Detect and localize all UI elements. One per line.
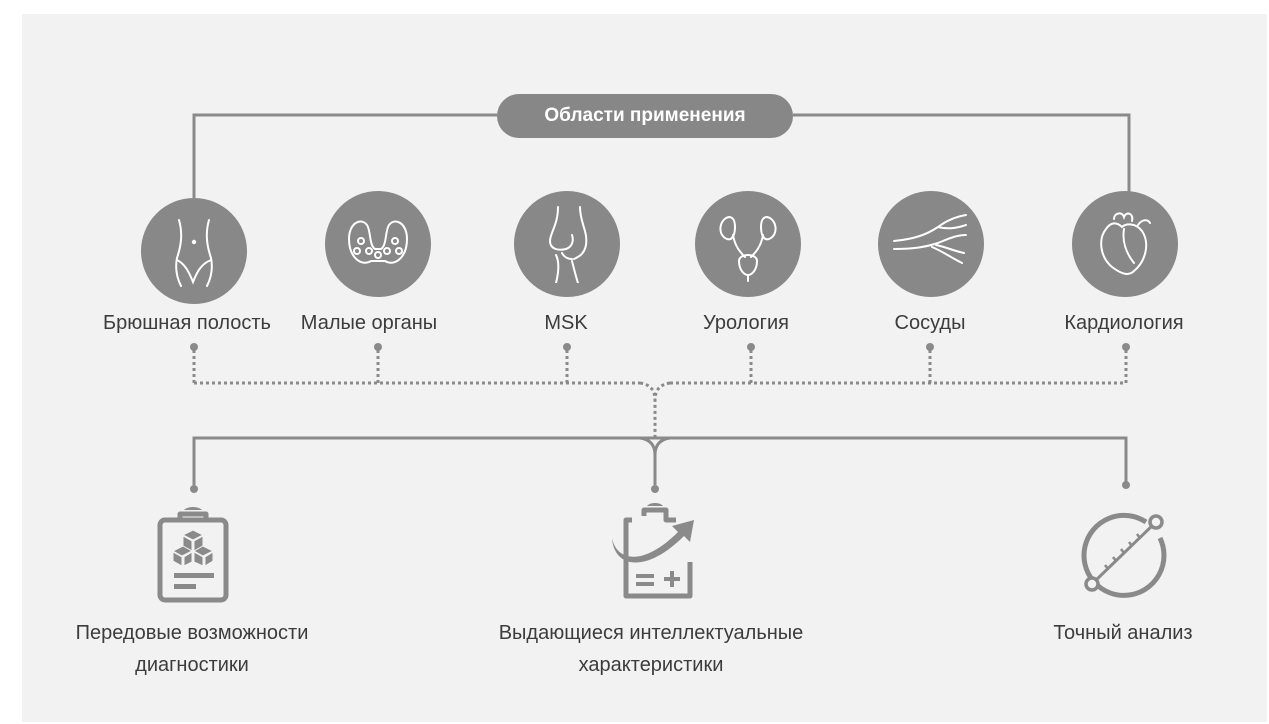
feature-label-intelligent: Выдающиеся интеллектуальные характеристи… [499,617,804,681]
feature-label-diagnostics-line1: Передовые возможности [75,622,309,644]
clipboard-growth-icon [612,503,694,599]
abdomen-icon [141,198,247,304]
area-label-urology: Урология [703,312,789,334]
areas-title-pill: Области применения [497,94,793,138]
clipboard-cubes-icon [157,507,229,603]
feature-label-diagnostics-line2: диагностики [135,654,249,676]
bottom-center-right [653,436,671,456]
feature-label-intelligent-line1: Выдающиеся интеллектуальные [498,622,804,644]
thyroid-icon [325,191,431,297]
area-label-cardiology: Кардиология [1064,312,1184,334]
knee-joint-icon [514,191,620,297]
heart-icon [1072,191,1178,297]
blood-vessels-icon [878,191,984,297]
feature-label-analysis: Точный анализ [1053,617,1192,649]
feature-label-intelligent-line2: характеристики [578,654,724,676]
area-label-msk: MSK [544,312,588,334]
feature-label-analysis-line1: Точный анализ [1053,622,1193,644]
caliper-measure-icon [1081,512,1167,598]
area-label-vessels: Сосуды [894,312,966,334]
feature-label-diagnostics: Передовые возможности диагностики [76,617,309,681]
area-label-small-organs: Малые органы [300,312,438,334]
bracket-right [793,113,1131,198]
bottom-bracket [192,436,1128,485]
urinary-system-icon [695,191,801,297]
area-label-abdomen: Брюшная полость [103,312,271,334]
bottom-center-left [639,436,657,485]
bracket-left [192,113,497,198]
